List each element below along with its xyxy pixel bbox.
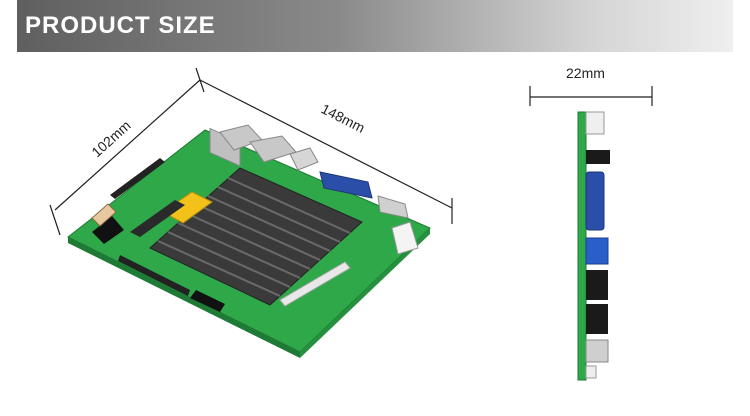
dimension-length-label: 148mm: [319, 100, 368, 135]
dimension-length: [199, 79, 453, 224]
dimension-height: [529, 86, 653, 106]
dimension-height-label: 22mm: [566, 65, 605, 81]
side-view-image: [577, 111, 610, 381]
motherboard-image: [67, 124, 431, 358]
dimension-width-label: 102mm: [88, 117, 133, 160]
section-header: PRODUCT SIZE: [17, 0, 733, 52]
section-title: PRODUCT SIZE: [25, 12, 216, 39]
